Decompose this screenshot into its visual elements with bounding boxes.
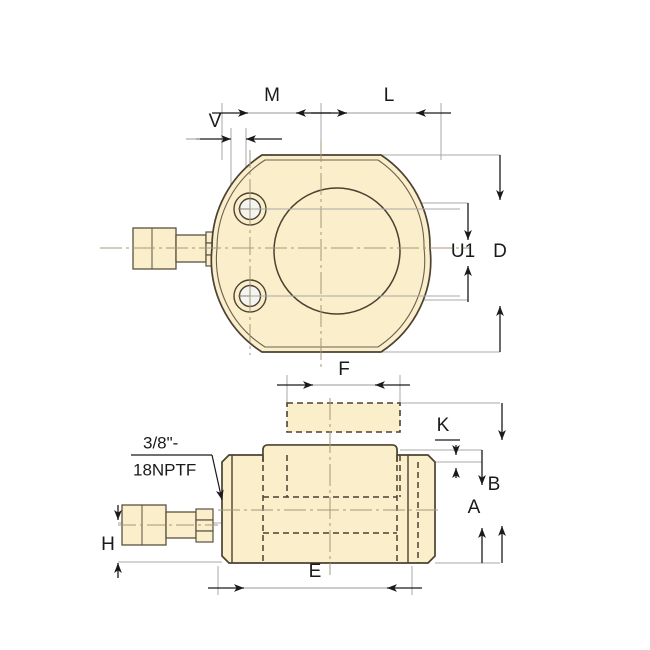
dimension-label-H: H — [101, 534, 115, 555]
dimension-L: L — [311, 85, 451, 117]
side-hex-facet-bottom — [195, 530, 214, 543]
dimension-F: F — [277, 359, 410, 389]
dimension-V: V — [186, 111, 282, 143]
dimension-label-L: L — [384, 85, 395, 106]
dimension-B: B — [488, 403, 506, 563]
dimension-label-K: K — [437, 415, 450, 436]
dimension-E: E — [208, 561, 422, 592]
side-hex-facet-top — [195, 508, 214, 521]
top-view-group: V M L — [100, 85, 507, 368]
u1-body-extension-lines — [250, 208, 460, 297]
hidden-piston-block — [286, 402, 401, 433]
dimension-label-M: M — [264, 85, 280, 106]
side-body-section-lines — [231, 455, 409, 563]
center-bore-circle — [273, 187, 401, 315]
dimension-label-E: E — [309, 561, 322, 582]
dimension-K: K — [435, 415, 460, 478]
dimension-label-U1: U1 — [451, 241, 475, 262]
top-view-centerlines — [100, 140, 470, 368]
side-view-centerlines — [218, 398, 440, 575]
thread-annotation: 3/8"- 18NPTF — [131, 433, 224, 501]
dimension-label-A: A — [468, 497, 481, 518]
dimension-D: D — [493, 155, 507, 352]
thread-label-line2: 18NPTF — [133, 460, 196, 479]
dimension-label-F: F — [338, 359, 350, 380]
side-view-port-fitting — [118, 504, 218, 546]
dimension-H: H — [101, 505, 122, 578]
dimension-label-B: B — [488, 474, 501, 495]
side-main-body-outline — [221, 454, 436, 564]
side-view-group: F — [101, 359, 506, 595]
dimension-label-D: D — [493, 241, 507, 262]
cylinder-inner-wall-ring — [215, 159, 426, 348]
dimension-U1: U1 — [451, 203, 475, 302]
side-view-hidden-lines — [262, 455, 419, 563]
dimension-label-V: V — [209, 111, 222, 132]
thread-label-line1: 3/8"- — [143, 433, 178, 452]
dimension-A: A — [468, 450, 486, 563]
thread-leader-arrow — [211, 454, 224, 501]
